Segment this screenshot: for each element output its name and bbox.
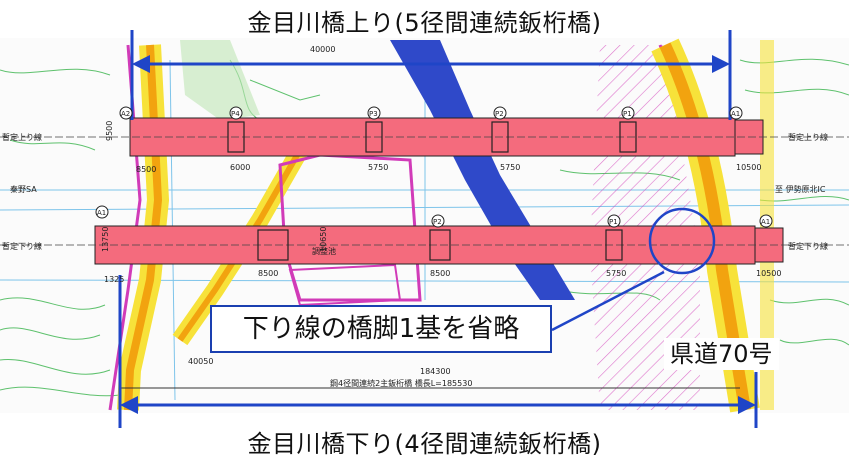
lower-line-label-right: 暫定下り線 — [788, 241, 828, 251]
lower-tag-2: P1 — [609, 218, 618, 226]
ic-label: 至 伊勢原北IC — [775, 184, 826, 194]
pier-tag-5: A1 — [731, 110, 740, 118]
pier-tag-0: A2 — [121, 110, 130, 118]
dim-height-top: 9500 — [105, 121, 114, 141]
bridge-note: 鋼4径間連続2主鈑桁橋 橋長L=185530 — [330, 378, 472, 388]
omitted-pier-callout: 下り線の橋脚1基を省略 — [210, 305, 552, 353]
dim-low-left: 1325 — [104, 275, 124, 284]
pier-tag-1: P4 — [231, 110, 240, 118]
dim-top-left: 8500 — [136, 165, 156, 174]
dim-top-b: 5750 — [368, 163, 388, 172]
upper-line-label: 暫定上り線 — [2, 132, 42, 142]
green-area — [180, 40, 260, 120]
lower-tag-3: A1 — [761, 218, 770, 226]
dim-mid-low: 10650 — [319, 227, 328, 252]
lower-line-label: 暫定下り線 — [2, 241, 42, 251]
pond-label: 調整池 — [312, 246, 336, 256]
dim-height-low: 13750 — [101, 227, 110, 252]
bottom-dim-b: 184300 — [420, 367, 451, 376]
top-span-arrow — [130, 30, 732, 120]
lower-bridge-title: 金目川橋下り(4径間連続鈑桁橋) — [247, 430, 602, 458]
bottom-span-arrow — [118, 275, 758, 428]
sa-label: 秦野SA — [10, 184, 37, 194]
bottom-dim-a: 40050 — [188, 357, 213, 366]
dim-low-right: 10500 — [756, 269, 781, 278]
pier-tag-4: P1 — [623, 110, 632, 118]
lower-tag-1: P2 — [433, 218, 442, 226]
dim-top-right: 10500 — [736, 163, 761, 172]
dim-top-a: 6000 — [230, 163, 250, 172]
pier-tag-2: P3 — [369, 110, 378, 118]
dim-low-a: 8500 — [258, 269, 278, 278]
dim-low-c: 5750 — [606, 269, 626, 278]
omitted-pier-circle — [648, 207, 716, 275]
upper-bridge-title: 金目川橋上り(5径間連続鈑桁橋) — [247, 9, 602, 37]
lower-tag-0: A1 — [97, 209, 106, 217]
dim-top-c: 5750 — [500, 163, 520, 172]
lower-piers — [257, 229, 623, 261]
callout-leader — [551, 270, 665, 332]
upper-piers — [227, 121, 637, 153]
dim-span-total: 40000 — [310, 45, 335, 54]
route70-label: 県道70号 — [664, 338, 779, 370]
pier-tag-3: P2 — [495, 110, 504, 118]
pond-inner — [288, 263, 402, 307]
pier-tags: A2 P4 P3 P2 P1 A1 A1 P2 P1 A1 — [95, 106, 773, 228]
dim-low-b: 8500 — [430, 269, 450, 278]
upper-line-label-right: 暫定上り線 — [788, 132, 828, 142]
